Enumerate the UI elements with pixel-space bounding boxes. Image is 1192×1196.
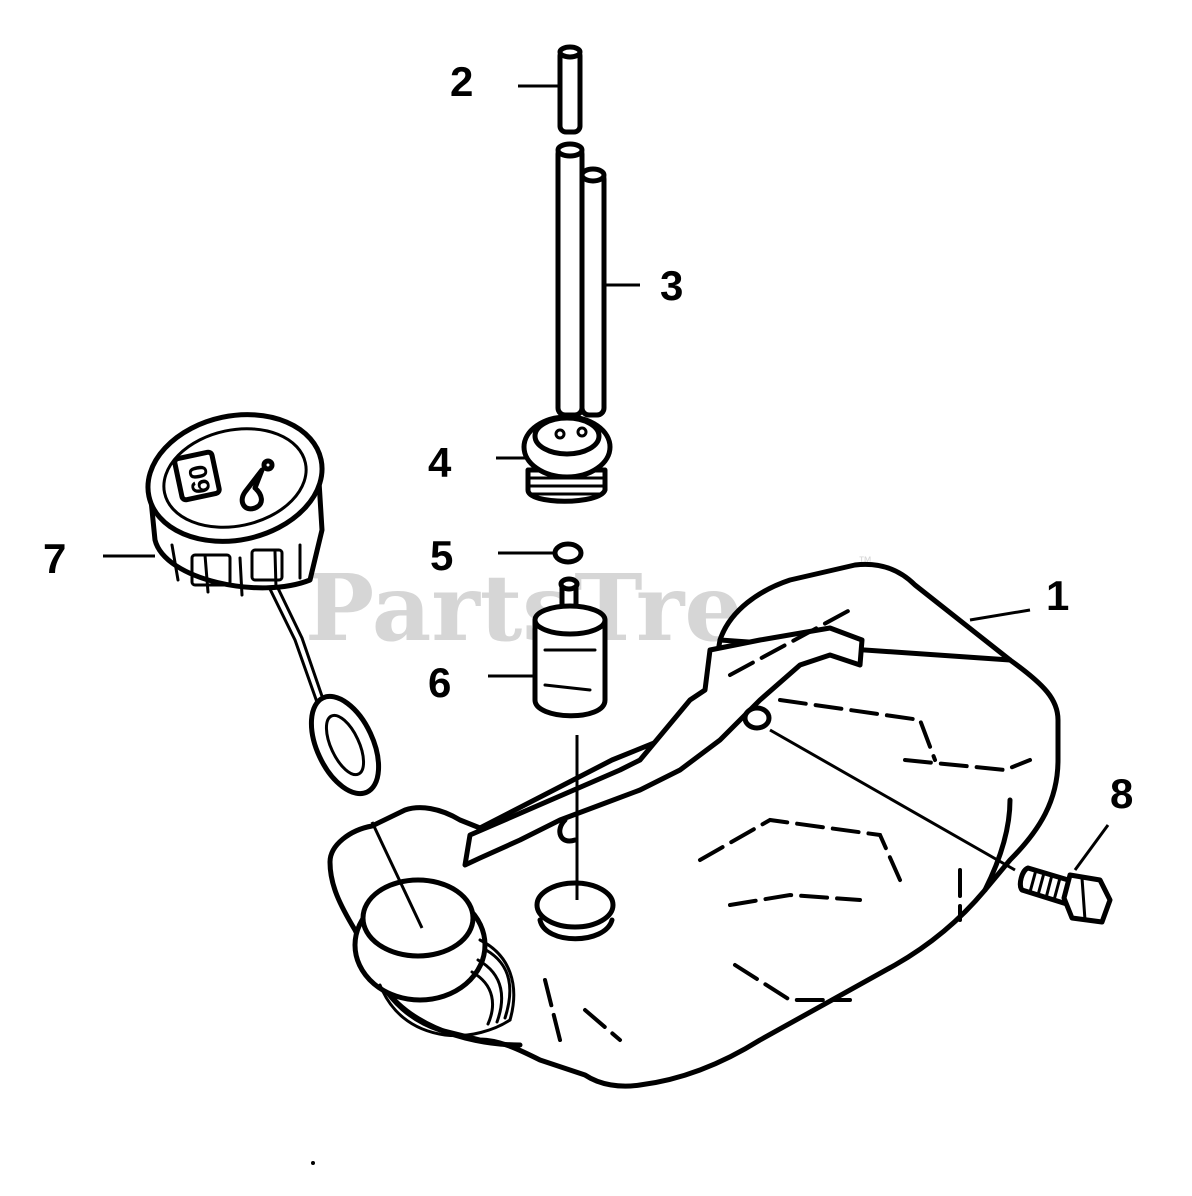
callout-1: 1 <box>1046 572 1069 619</box>
part-2-short-tube <box>557 44 583 135</box>
part-6-fuel-filter <box>532 576 608 900</box>
guide-line-cap <box>370 821 424 929</box>
part-7-fuel-cap: 60 <box>145 412 382 797</box>
part-5-ring <box>552 541 584 565</box>
part-3-fuel-lines <box>555 141 607 418</box>
callout-7: 7 <box>43 535 66 582</box>
part-8-bolt <box>769 728 1113 925</box>
part-4-grommet <box>521 414 613 504</box>
callout-5: 5 <box>430 532 453 579</box>
callout-8: 8 <box>1110 770 1133 817</box>
leader-lines <box>103 84 1110 871</box>
callout-4: 4 <box>428 439 452 486</box>
svg-text:60: 60 <box>182 462 217 496</box>
stray-dot <box>311 1161 315 1165</box>
callout-6: 6 <box>428 659 451 706</box>
callout-2: 2 <box>450 58 473 105</box>
part-1-fuel-tank <box>327 561 1061 1089</box>
callout-3: 3 <box>660 262 683 309</box>
